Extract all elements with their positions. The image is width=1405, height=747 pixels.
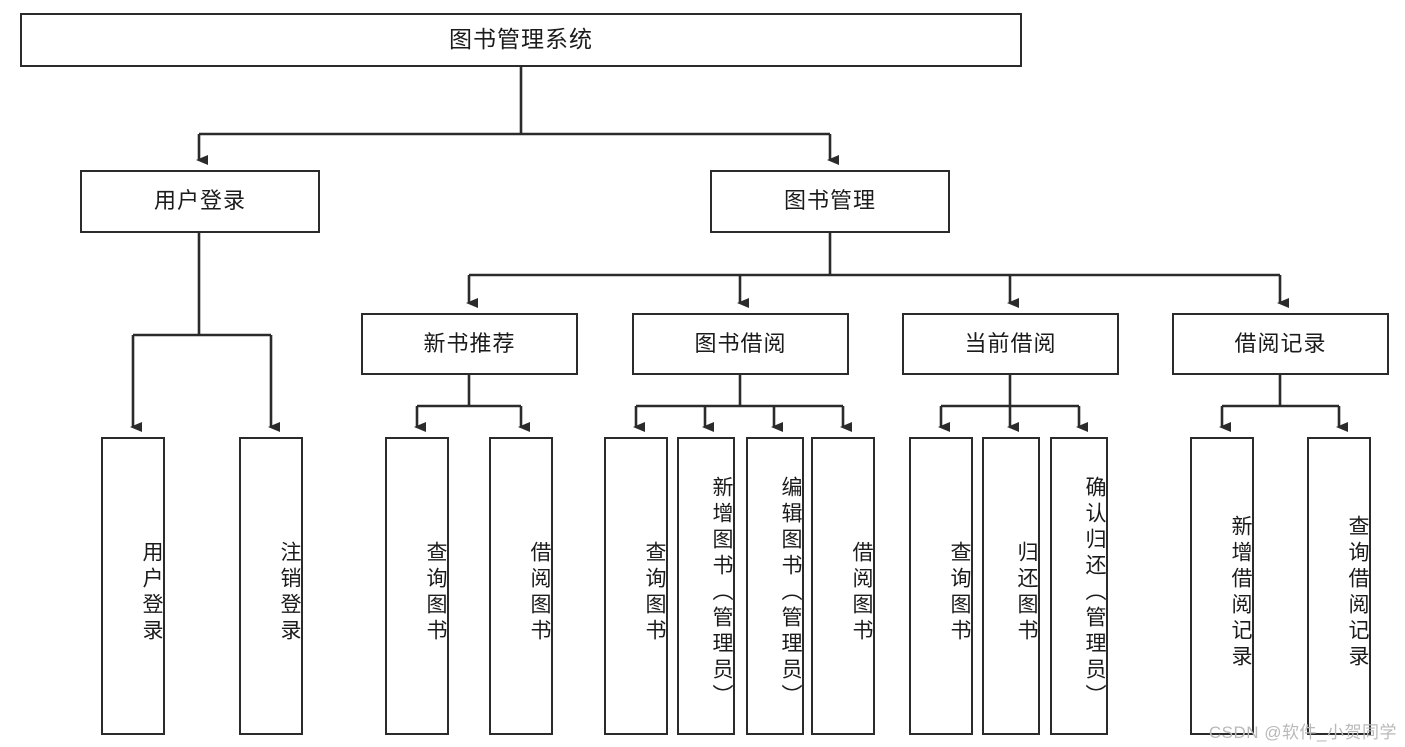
node-label: 新增图书（管理员） xyxy=(710,476,733,710)
node-label: 借阅图书 xyxy=(528,541,551,645)
leaf-user-login[interactable]: 用户登录 xyxy=(101,437,165,735)
node-root-system[interactable]: 图书管理系统 xyxy=(20,13,1022,67)
node-label: 新增借阅记录 xyxy=(1229,515,1252,671)
node-label: 归还图书 xyxy=(1015,541,1038,645)
node-label: 查询图书 xyxy=(948,541,971,645)
csdn-watermark: CSDN @软件_小贺同学 xyxy=(1208,723,1397,742)
node-label: 确认归还（管理员） xyxy=(1083,476,1106,710)
node-borrow-record[interactable]: 借阅记录 xyxy=(1172,313,1389,375)
node-label: 查询借阅记录 xyxy=(1346,515,1369,671)
node-label: 图书管理系统 xyxy=(449,26,593,53)
node-label: 借阅图书 xyxy=(850,541,873,645)
node-label: 借阅记录 xyxy=(1234,330,1327,356)
node-label: 用户登录 xyxy=(153,188,246,214)
node-label: 编辑图书（管理员） xyxy=(779,476,802,710)
node-label: 用户登录 xyxy=(140,541,163,645)
node-book-management[interactable]: 图书管理 xyxy=(710,170,950,233)
node-label: 当前借阅 xyxy=(964,330,1057,356)
node-new-book-recommend[interactable]: 新书推荐 xyxy=(361,313,578,375)
leaf-add-borrow-record[interactable]: 新增借阅记录 xyxy=(1190,437,1254,735)
leaf-query-book-recommend[interactable]: 查询图书 xyxy=(385,437,449,735)
node-label: 新书推荐 xyxy=(423,330,516,356)
leaf-query-borrow-record[interactable]: 查询借阅记录 xyxy=(1307,437,1371,735)
leaf-return-book[interactable]: 归还图书 xyxy=(982,437,1040,735)
node-label: 图书管理 xyxy=(783,188,876,214)
leaf-add-book-admin[interactable]: 新增图书（管理员） xyxy=(677,437,735,735)
node-label: 图书借阅 xyxy=(694,330,787,356)
node-user-login[interactable]: 用户登录 xyxy=(80,170,320,233)
leaf-confirm-return-admin[interactable]: 确认归还（管理员） xyxy=(1050,437,1108,735)
node-label: 查询图书 xyxy=(643,541,666,645)
node-book-borrow[interactable]: 图书借阅 xyxy=(632,313,849,375)
node-current-borrow[interactable]: 当前借阅 xyxy=(902,313,1119,375)
leaf-borrow-book[interactable]: 借阅图书 xyxy=(811,437,875,735)
leaf-borrow-book-recommend[interactable]: 借阅图书 xyxy=(489,437,553,735)
leaf-query-book-borrow[interactable]: 查询图书 xyxy=(604,437,668,735)
leaf-query-book-current[interactable]: 查询图书 xyxy=(909,437,973,735)
leaf-edit-book-admin[interactable]: 编辑图书（管理员） xyxy=(746,437,804,735)
node-label: 注销登录 xyxy=(278,541,301,645)
node-label: 查询图书 xyxy=(424,541,447,645)
leaf-logout[interactable]: 注销登录 xyxy=(239,437,303,735)
